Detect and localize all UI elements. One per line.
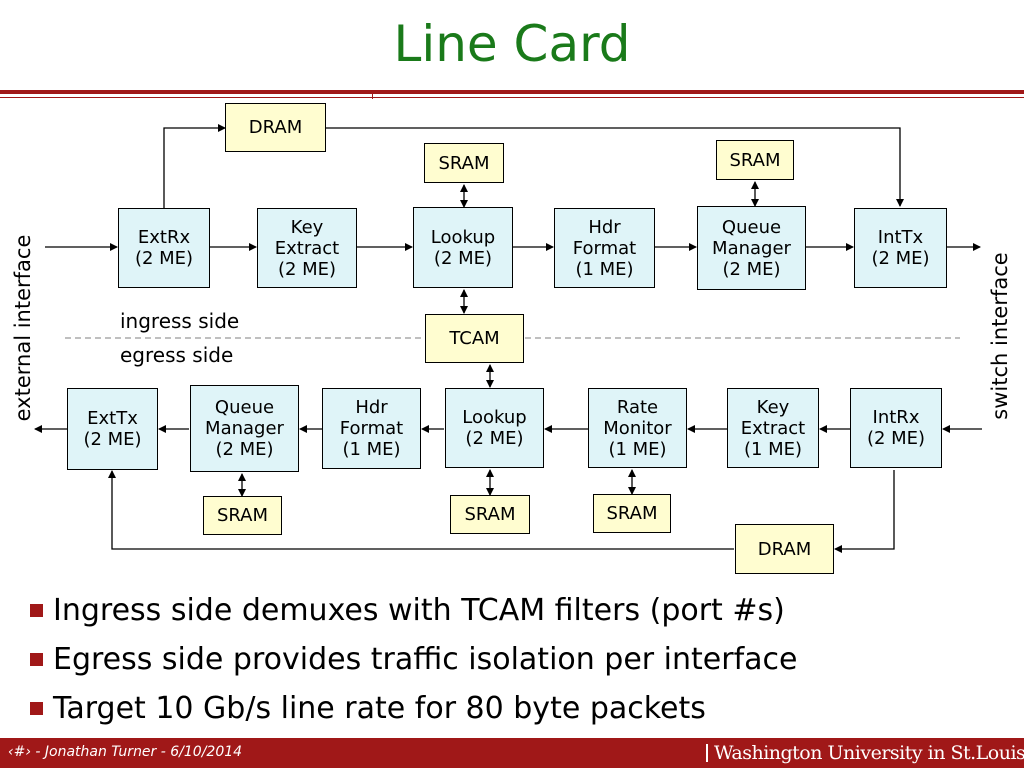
external-interface-label: external interface bbox=[11, 234, 35, 422]
arrow-dram-inttx bbox=[326, 127, 904, 207]
egress-rate-monitor: Rate Monitor (1 ME) bbox=[588, 388, 687, 468]
university-seal-icon bbox=[706, 744, 708, 762]
arrow-intrx-dram bbox=[834, 470, 895, 553]
title-rule-thin bbox=[0, 97, 1024, 98]
egress-lookup: Lookup (2 ME) bbox=[445, 388, 544, 468]
egress-hdr-format: Hdr Format (1 ME) bbox=[322, 388, 421, 469]
egress-sram-queue: SRAM bbox=[203, 496, 282, 535]
ingress-sram-queue: SRAM bbox=[716, 140, 794, 180]
ingress-key-extract: Key Extract (2 ME) bbox=[257, 208, 357, 288]
bullet-item: Egress side provides traffic isolation p… bbox=[30, 635, 1010, 684]
egress-key-extract: Key Extract (1 ME) bbox=[727, 388, 819, 468]
university-logo: Washington University in St.Louis bbox=[706, 740, 1024, 766]
bullet-text: Egress side provides traffic isolation p… bbox=[53, 642, 798, 677]
egress-exttx: ExtTx (2 ME) bbox=[67, 388, 158, 470]
egress-sram-lookup: SRAM bbox=[450, 495, 530, 534]
tcam: TCAM bbox=[425, 314, 524, 363]
ingress-inttx: IntTx (2 ME) bbox=[854, 208, 947, 288]
ingress-lookup: Lookup (2 ME) bbox=[413, 207, 513, 288]
ingress-hdr-format: Hdr Format (1 ME) bbox=[554, 208, 655, 288]
ingress-dram: DRAM bbox=[225, 103, 326, 152]
bullet-marker bbox=[30, 653, 43, 666]
footer-bar: ‹#› - Jonathan Turner - 6/10/2014 Washin… bbox=[0, 738, 1024, 768]
egress-intrx: IntRx (2 ME) bbox=[850, 388, 942, 468]
arrow-dram-exttx bbox=[108, 470, 734, 550]
ingress-sram-lookup: SRAM bbox=[424, 143, 504, 183]
ingress-queue-manager: Queue Manager (2 ME) bbox=[697, 206, 806, 290]
bullet-text: Target 10 Gb/s line rate for 80 byte pac… bbox=[53, 691, 706, 726]
bullet-text: Ingress side demuxes with TCAM filters (… bbox=[53, 593, 785, 628]
bullet-marker bbox=[30, 604, 43, 617]
switch-interface-label: switch interface bbox=[988, 252, 1012, 420]
ingress-extrx: ExtRx (2 ME) bbox=[118, 208, 210, 288]
footer-credit: ‹#› - Jonathan Turner - 6/10/2014 bbox=[8, 744, 243, 760]
university-name: Washington University in St.Louis bbox=[714, 742, 1024, 764]
arrow-extrx-dram bbox=[163, 124, 226, 208]
bullet-list: Ingress side demuxes with TCAM filters (… bbox=[30, 586, 1010, 733]
egress-sram-rate: SRAM bbox=[593, 494, 671, 533]
bullet-marker bbox=[30, 702, 43, 715]
slide-title: Line Card bbox=[393, 15, 631, 73]
egress-side-label: egress side bbox=[120, 343, 234, 367]
bullet-item: Target 10 Gb/s line rate for 80 byte pac… bbox=[30, 684, 1010, 733]
title-rule-notch bbox=[372, 93, 373, 99]
bullet-item: Ingress side demuxes with TCAM filters (… bbox=[30, 586, 1010, 635]
ingress-side-label: ingress side bbox=[120, 309, 240, 333]
egress-queue-manager: Queue Manager (2 ME) bbox=[190, 385, 299, 472]
egress-dram: DRAM bbox=[735, 524, 834, 574]
title-rule-thick bbox=[0, 90, 1024, 94]
